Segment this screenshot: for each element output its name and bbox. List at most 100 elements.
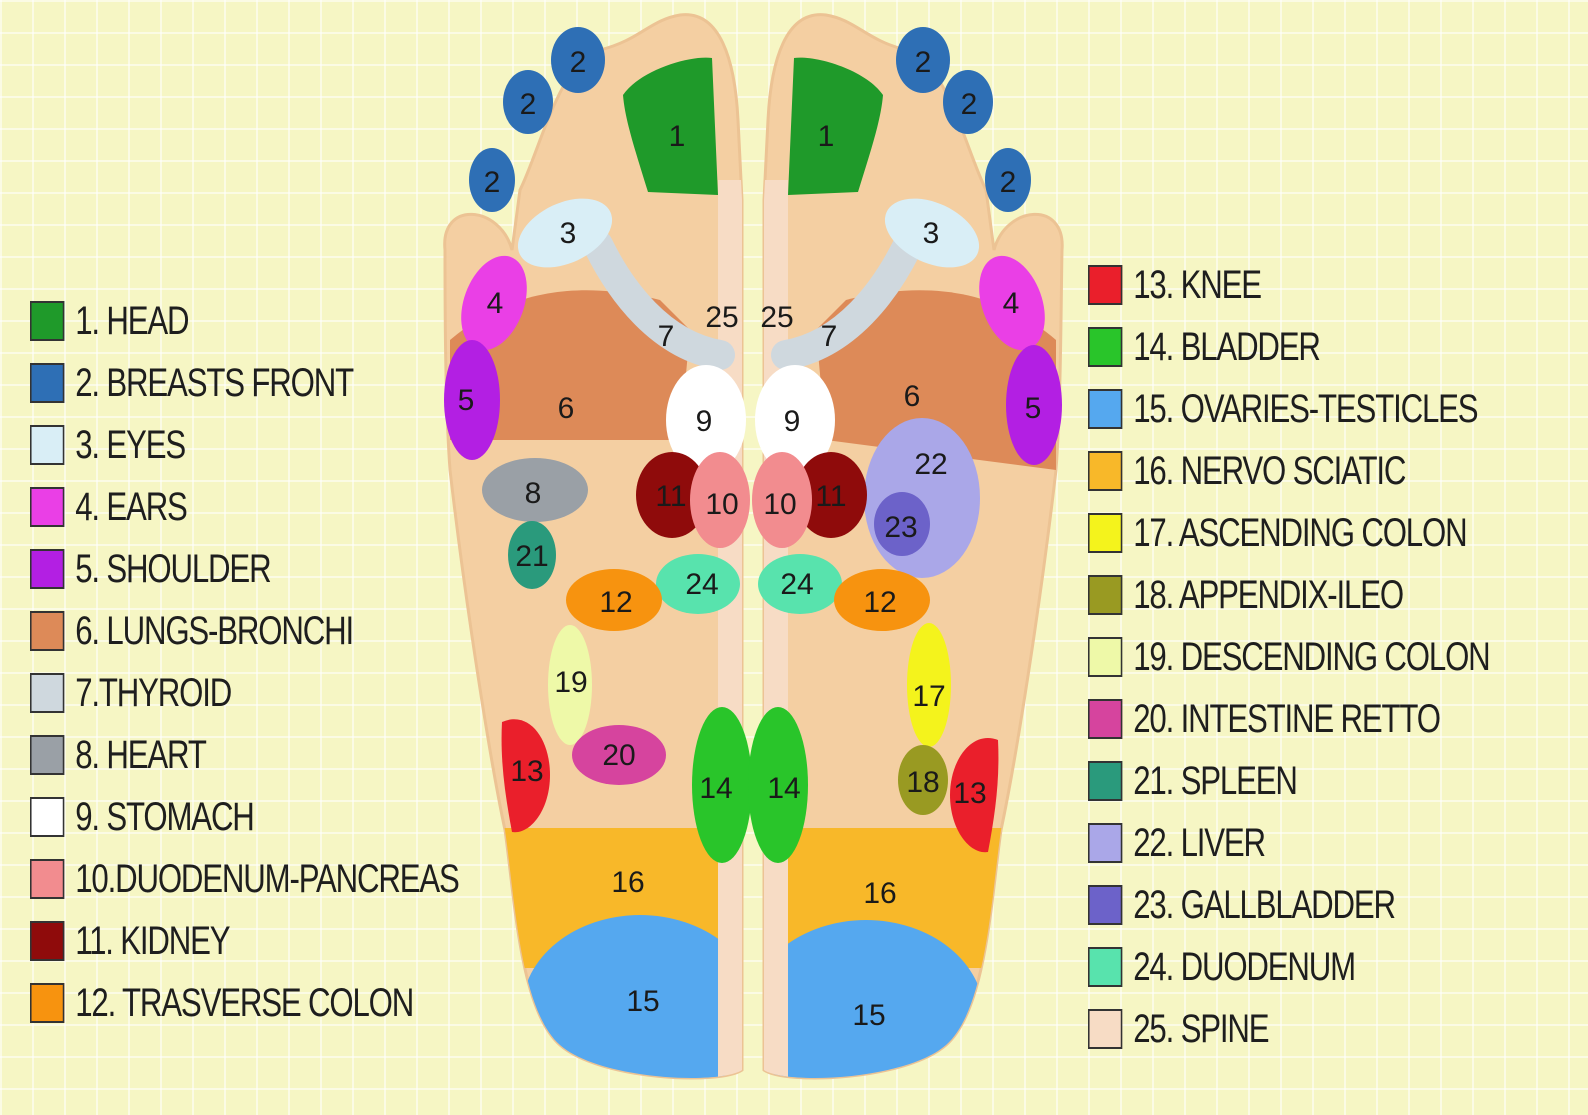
zone-label: 9: [784, 405, 801, 438]
legend-swatch: [30, 983, 64, 1023]
legend-swatch: [1088, 699, 1122, 739]
legend-swatch: [1088, 575, 1122, 615]
legend-swatch: [30, 487, 64, 527]
legend-item: 17. ASCENDING COLON: [1088, 502, 1490, 564]
legend-label: 15. OVARIES-TESTICLES: [1133, 387, 1477, 432]
legend-label: 24. DUODENUM: [1133, 945, 1355, 990]
zone-label: 22: [914, 448, 947, 481]
zone-label: 7: [658, 320, 675, 353]
legend-swatch: [1088, 1009, 1122, 1049]
zone-label: 20: [602, 739, 635, 772]
legend-swatch: [30, 797, 64, 837]
legend-swatch: [30, 859, 64, 899]
legend-swatch: [30, 549, 64, 589]
zone-label: 14: [699, 772, 732, 805]
legend-swatch: [1088, 761, 1122, 801]
zone-label: 3: [560, 217, 577, 250]
zone-label: 11: [815, 480, 846, 513]
legend-item: 20. INTESTINE RETTO: [1088, 688, 1490, 750]
legend-label: 1. HEAD: [75, 299, 188, 344]
zone-label: 23: [884, 511, 917, 544]
zone-label: 25: [760, 301, 793, 334]
zone-label: 4: [1003, 287, 1020, 320]
zone-label: 3: [923, 217, 940, 250]
legend-label: 4. EARS: [75, 485, 186, 530]
zone-label: 10: [705, 488, 738, 521]
legend-item: 15. OVARIES-TESTICLES: [1088, 378, 1490, 440]
legend-label: 22. LIVER: [1133, 821, 1265, 866]
legend-swatch: [30, 611, 64, 651]
zone-label: 2: [1000, 166, 1017, 199]
legend-swatch: [1088, 513, 1122, 553]
zone-label: 13: [953, 777, 986, 810]
zone-label: 16: [611, 866, 644, 899]
legend-item: 9. STOMACH: [30, 786, 459, 848]
legend-item: 19. DESCENDING COLON: [1088, 626, 1490, 688]
zone-label: 16: [863, 877, 896, 910]
legend-item: 3. EYES: [30, 414, 459, 476]
legend-item: 16. NERVO SCIATIC: [1088, 440, 1490, 502]
legend-label: 21. SPLEEN: [1133, 759, 1296, 804]
legend-label: 9. STOMACH: [75, 795, 253, 840]
zone-label: 5: [1025, 392, 1042, 425]
zone-label: 12: [599, 586, 632, 619]
zone-label: 9: [696, 405, 713, 438]
zone-label: 2: [520, 88, 537, 121]
zone-22-liver-right: [864, 418, 980, 578]
zone-label: 24: [780, 568, 813, 601]
zone-label: 14: [767, 772, 800, 805]
legend-item: 25. SPINE: [1088, 998, 1490, 1060]
legend-item: 10.DUODENUM-PANCREAS: [30, 848, 459, 910]
legend-item: 11. KIDNEY: [30, 910, 459, 972]
legend-item: 24. DUODENUM: [1088, 936, 1490, 998]
zone-label: 2: [915, 46, 932, 79]
legend-item: 7.THYROID: [30, 662, 459, 724]
legend-swatch: [1088, 823, 1122, 863]
zone-label: 12: [863, 586, 896, 619]
legend-swatch: [1088, 327, 1122, 367]
legend-swatch: [30, 363, 64, 403]
legend-item: 12. TRASVERSE COLON: [30, 972, 459, 1034]
legend-item: 22. LIVER: [1088, 812, 1490, 874]
legend-item: 14. BLADDER: [1088, 316, 1490, 378]
legend-label: 2. BREASTS FRONT: [75, 361, 353, 406]
legend-label: 10.DUODENUM-PANCREAS: [75, 857, 458, 902]
legend-swatch: [30, 735, 64, 775]
legend-swatch: [30, 673, 64, 713]
right-foot: 1 2 2 2 3 4 5 6 7 9 10 11 12 13 14 15 16…: [748, 15, 1076, 1110]
legend-label: 16. NERVO SCIATIC: [1133, 449, 1405, 494]
legend-item: 4. EARS: [30, 476, 459, 538]
legend-label: 7.THYROID: [75, 671, 231, 716]
zone-label: 25: [705, 301, 738, 334]
zone-label: 1: [818, 120, 835, 153]
legend-swatch: [1088, 451, 1122, 491]
zone-label: 7: [821, 320, 838, 353]
zone-label: 18: [906, 766, 939, 799]
legend-label: 19. DESCENDING COLON: [1133, 635, 1489, 680]
legend-label: 3. EYES: [75, 423, 185, 468]
legend-label: 13. KNEE: [1133, 263, 1261, 308]
legend-item: 18. APPENDIX-ILEO: [1088, 564, 1490, 626]
legend-label: 12. TRASVERSE COLON: [75, 981, 413, 1026]
zone-label: 2: [961, 88, 978, 121]
zone-label: 10: [763, 488, 796, 521]
zone-label: 15: [852, 999, 885, 1032]
zone-label: 1: [669, 120, 686, 153]
legend-swatch: [1088, 947, 1122, 987]
legend-label: 11. KIDNEY: [75, 919, 229, 964]
legend-left: 1. HEAD 2. BREASTS FRONT 3. EYES 4. EARS…: [30, 290, 580, 1034]
legend-swatch: [30, 425, 64, 465]
legend-label: 18. APPENDIX-ILEO: [1133, 573, 1403, 618]
legend-item: 23. GALLBLADDER: [1088, 874, 1490, 936]
legend-label: 14. BLADDER: [1133, 325, 1320, 370]
legend-label: 25. SPINE: [1133, 1007, 1268, 1052]
zone-label: 15: [626, 985, 659, 1018]
legend-label: 20. INTESTINE RETTO: [1133, 697, 1440, 742]
zone-label: 11: [655, 480, 686, 513]
zone-label: 2: [570, 46, 587, 79]
legend-item: 1. HEAD: [30, 290, 459, 352]
legend-item: 8. HEART: [30, 724, 459, 786]
legend-label: 17. ASCENDING COLON: [1133, 511, 1466, 556]
legend-swatch: [1088, 885, 1122, 925]
legend-swatch: [1088, 265, 1122, 305]
